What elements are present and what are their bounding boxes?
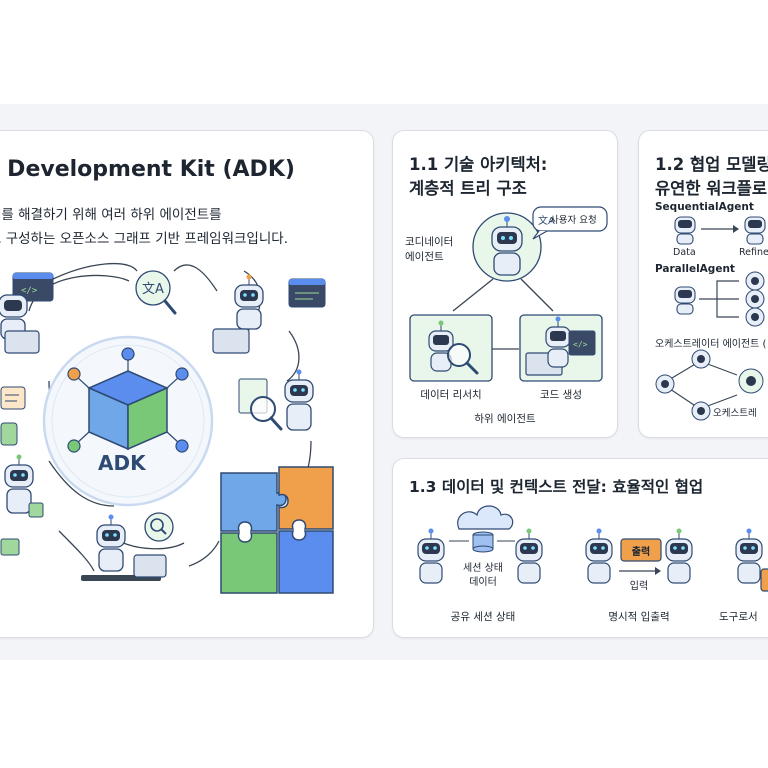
data-transfer-title: 1.3 데이터 및 컨텍스트 전달: 효율적인 협업 [409,478,704,496]
architecture-title-line-1: 1.1 기술 아키텍처: [409,155,548,174]
orchestrator-agent-label: 오케스트레이터 에이전트 ( [655,339,767,350]
collaboration-title-line-1: 1.2 협업 모델링 [655,155,768,174]
input-label: 입력 [629,581,649,592]
architecture-card: 文A </> 1.1 기술 아키텍처: 계층적 트리 구조 코디네이터 에이전트… [392,130,618,438]
collaboration-card: 1.2 협업 모델링 유연한 워크플로 SequentialAgent Data… [638,130,768,438]
coordinator-agent-label: 코디네이터 에이전트 [405,236,454,263]
data-research-label: 데이터 리서치 [420,389,482,401]
adk-ecosystem-illustration: 文A </> [0,262,334,594]
svg-text:文A: 文A [142,282,164,297]
user-request-label: 사용자 요청 [550,215,597,226]
main-description-line-1: 제를 해결하기 위해 여러 하위 에이전트를 [0,207,222,223]
main-description-line-2: 로 구성하는 오픈소스 그래프 기반 프레임워크입니다. [0,231,288,247]
session-state-label: 세션 상태 [463,563,503,574]
svg-text:</>: </> [573,340,588,349]
main-title: t Development Kit (ADK) [0,157,295,182]
output-tag: 출력 [631,547,651,558]
main-card: 文A </> [0,130,374,638]
sequential-data-label: Data [673,247,696,258]
orchestrator-sub-label: 오케스트레 [713,408,757,419]
sequential-agent-label: SequentialAgent [655,201,754,213]
parallel-agent-label: ParallelAgent [655,263,735,275]
data-transfer-card: 1.3 데이터 및 컨텍스트 전달: 효율적인 협업 세션 상태 데이터 출력 … [392,458,768,638]
sub-agents-caption: 하위 에이전트 [474,413,536,425]
collaboration-title-line-2: 유연한 워크플로 [655,179,768,198]
code-generation-label: 코드 생성 [540,389,582,401]
hierarchy-tree-illustration: 文A </> [409,206,608,382]
adk-center-label: ADK [98,451,146,475]
svg-text:文A: 文A [538,214,555,227]
architecture-title-line-2: 계층적 트리 구조 [409,179,527,198]
explicit-io-caption: 명시적 입출력 [608,611,670,623]
tool-caption: 도구로서 [719,611,758,623]
session-data-label: 데이터 [469,577,497,588]
shared-session-state-caption: 공유 세션 상태 [450,611,516,623]
sequential-refine-label: Refine [739,247,768,258]
context-transfer-illustration [417,505,768,592]
workflow-patterns-illustration [655,216,766,421]
svg-text:</>: </> [21,286,38,296]
